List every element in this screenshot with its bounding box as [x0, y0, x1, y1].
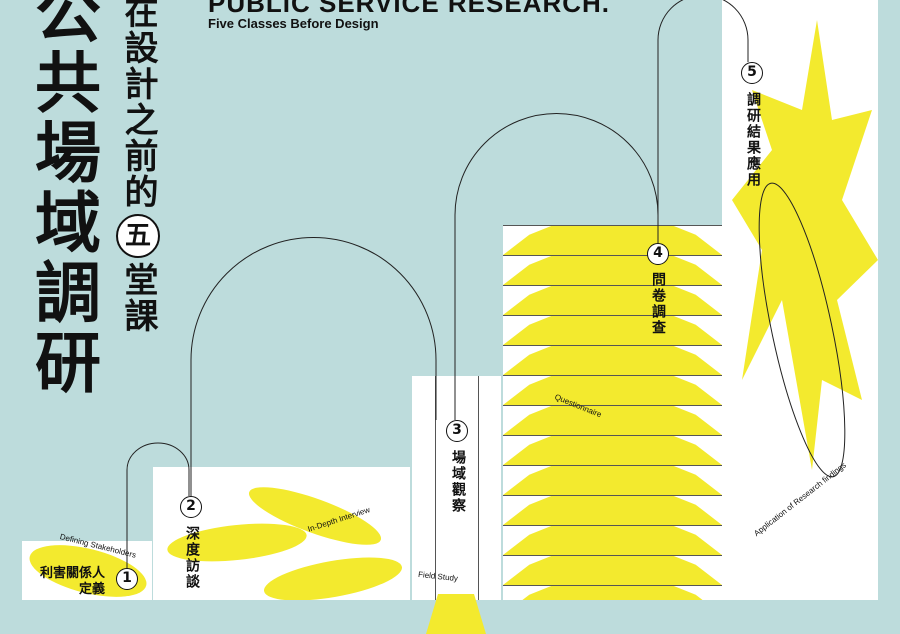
subtitle-circled: 五	[116, 214, 160, 258]
step4-panel	[503, 225, 722, 600]
step5-number: 5	[741, 62, 763, 84]
main-title: 公共場域調研	[24, 0, 101, 398]
subtitle-after: 堂課	[118, 262, 158, 334]
step2-zh: 深度訪談	[184, 526, 200, 590]
step3-zh: 場域觀察	[450, 450, 466, 514]
subtitle-before: 在設計之前的	[118, 0, 158, 210]
step1-zh: 利害關係人 定義	[40, 566, 106, 597]
starburst-shape	[732, 20, 878, 478]
en-title: PUBLIC SERVICE RESEARCH.	[208, 0, 611, 18]
step3-number: 3	[446, 420, 468, 442]
step1-number: 1	[116, 568, 138, 590]
en-subtitle: Five Classes Before Design	[208, 16, 379, 31]
step5-panel	[722, 0, 878, 600]
step4-zh: 問卷調查	[650, 272, 666, 336]
step2-number: 2	[180, 496, 202, 518]
step4-number: 4	[647, 243, 669, 265]
step5-zh: 調研結果應用	[745, 92, 761, 188]
subtitle: 在設計之前的 五 堂課	[116, 0, 160, 334]
